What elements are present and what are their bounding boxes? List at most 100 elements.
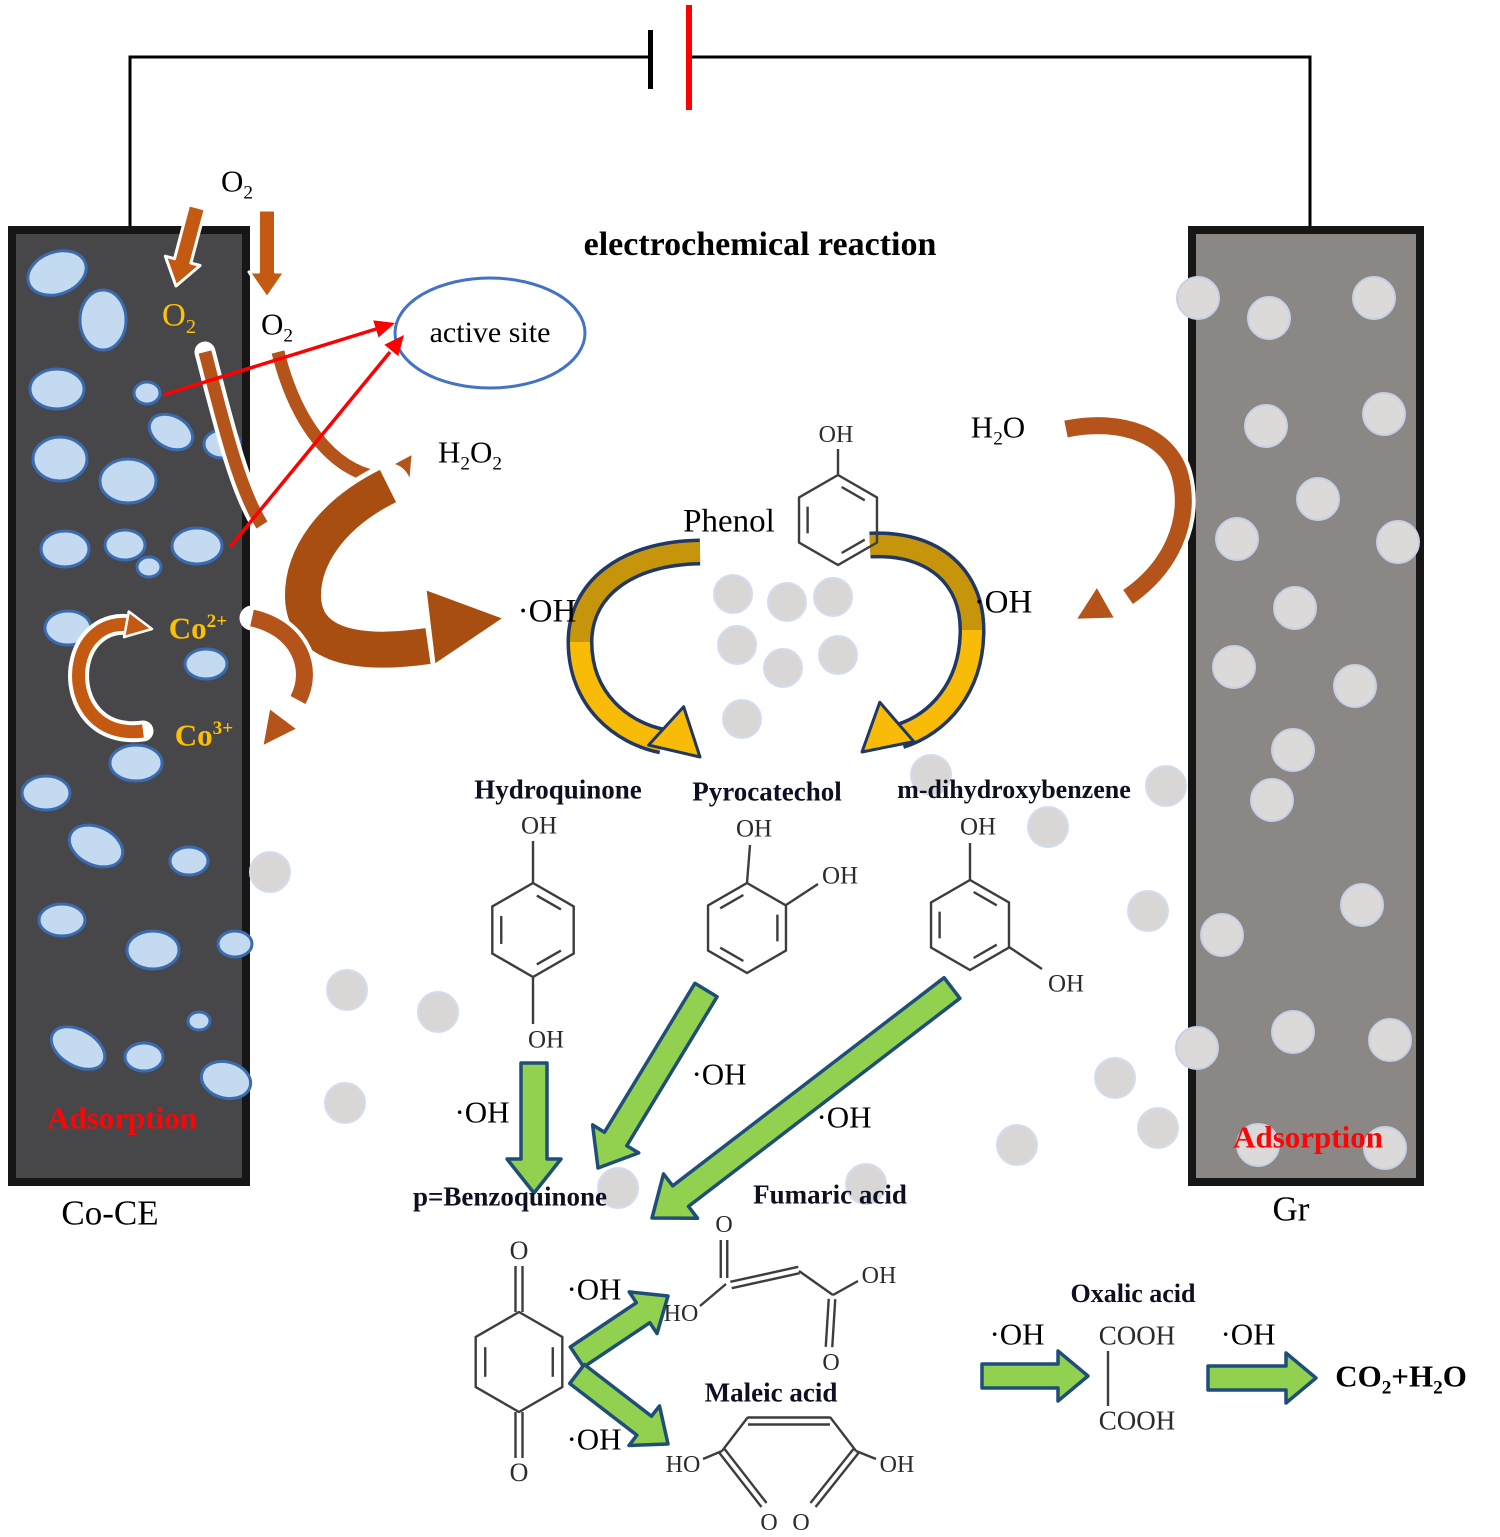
adsorbed-particle (1247, 296, 1291, 340)
pollutant-bubble (199, 1059, 253, 1101)
h2o2-to-oh-arrow (285, 469, 431, 668)
gray-particle (996, 1124, 1038, 1166)
bond-line (855, 1449, 877, 1461)
gray-particle (767, 582, 807, 622)
bond-line (832, 1279, 859, 1297)
gray-particle (326, 969, 368, 1011)
pollutant-bubble (28, 367, 86, 411)
gray-particle (717, 625, 757, 665)
adsorbed-particle (1368, 1018, 1412, 1062)
adsorbed-particle (1271, 728, 1315, 772)
bond-line (702, 1449, 723, 1461)
gold-cycle-right-top (869, 534, 982, 631)
bond-line (730, 1265, 799, 1283)
double-bond (841, 485, 866, 502)
bond-line (798, 1270, 834, 1296)
pollutant-bubble (170, 526, 224, 566)
h2o-oh-arrowhead (1073, 584, 1117, 622)
gray-particle (417, 991, 459, 1033)
gold-cycle-left-head (647, 705, 702, 759)
gold-cycle-right-head (860, 700, 916, 754)
pollutant-bubble (147, 412, 195, 452)
bond-line (814, 1452, 860, 1508)
adsorbed-particle (1376, 520, 1420, 564)
pollutant-bubble (125, 929, 181, 971)
adsorbed-particle (1273, 586, 1317, 630)
pollutant-bubble (98, 457, 158, 505)
pollutant-bubble (37, 902, 87, 938)
co-loop-arrowhead (260, 706, 300, 749)
pollutant-bubble (186, 1010, 212, 1032)
adsorbed-particle (1296, 477, 1340, 521)
battery-icon (648, 30, 653, 89)
gray-particle (1094, 1057, 1136, 1099)
pollutant-bubble (67, 823, 125, 869)
gray-particle (324, 1082, 366, 1124)
gold-cycle-left-bottom (570, 641, 665, 751)
pollutant-bubble (78, 288, 128, 352)
gray-particle (1127, 890, 1169, 932)
gray-particle (1137, 1107, 1179, 1149)
bond-line (831, 1299, 837, 1348)
adsorbed-particle (1363, 1126, 1407, 1170)
green-degradation-arrow (505, 1061, 563, 1195)
double-bond (973, 943, 998, 960)
gray-particle (722, 699, 762, 739)
benzoquinone-ring (474, 1310, 564, 1414)
hydroquinone-ring (491, 881, 575, 979)
gray-particle (597, 1167, 639, 1209)
o2-to-h2o2-arc (271, 350, 412, 485)
bond-line (731, 1272, 800, 1290)
adsorbed-particle (1212, 645, 1256, 689)
pollutant-bubble (183, 647, 229, 681)
oh-big-arrowhead (423, 586, 507, 668)
adsorbed-particle (1176, 276, 1220, 320)
green-degradation-arrow (650, 975, 962, 1221)
pollutant-bubble (216, 929, 254, 959)
green-degradation-arrow (980, 1349, 1090, 1403)
adsorbed-particle (1333, 664, 1377, 708)
bond-line (809, 1448, 855, 1504)
active-site-ellipse (393, 276, 587, 390)
adsorbed-particle (1352, 276, 1396, 320)
pyrocatechol-ring (706, 881, 788, 975)
double-bond (536, 949, 562, 966)
adsorbed-particle (1271, 1010, 1315, 1054)
bond-line (785, 882, 819, 907)
co-cycle-arrowhead (122, 610, 154, 639)
active-site-pointer (228, 350, 392, 549)
gray-particle (818, 635, 858, 675)
bond-line (829, 1416, 857, 1452)
green-degradation-arrow (1206, 1351, 1318, 1405)
gray-particle (713, 574, 753, 614)
bond-line (745, 844, 752, 884)
green-degradation-arrow (568, 1290, 670, 1369)
pollutant-bubble (123, 1041, 165, 1073)
circuit-wire (128, 55, 650, 228)
m-dihydroxybenzene-ring (929, 878, 1011, 972)
circuit-wire (690, 55, 1312, 228)
co-loop-arrow (249, 609, 313, 704)
adsorbed-particle (1340, 883, 1384, 927)
pollutant-bubble (49, 1025, 107, 1071)
gray-particle (249, 851, 291, 893)
active-site-pointer (162, 327, 377, 397)
co-cycle-arrow (72, 617, 144, 739)
pollutant-bubble (26, 249, 88, 297)
adsorbed-particle (1215, 517, 1259, 561)
bond-line (1008, 946, 1043, 970)
pollutant-bubble (108, 743, 164, 783)
pollutant-bubble (39, 529, 91, 569)
bond-line (699, 1283, 727, 1307)
double-bond (536, 894, 562, 911)
bond-line (723, 1448, 768, 1504)
o2-inlet-arrow (163, 203, 207, 288)
gold-cycle-right-bottom (896, 629, 982, 746)
double-bond (719, 893, 744, 910)
bond-line (718, 1452, 763, 1508)
bond-line (824, 1298, 830, 1347)
green-degradation-arrow (567, 1362, 670, 1448)
pollutant-bubble (135, 555, 163, 579)
pollutant-bubble (168, 845, 210, 877)
